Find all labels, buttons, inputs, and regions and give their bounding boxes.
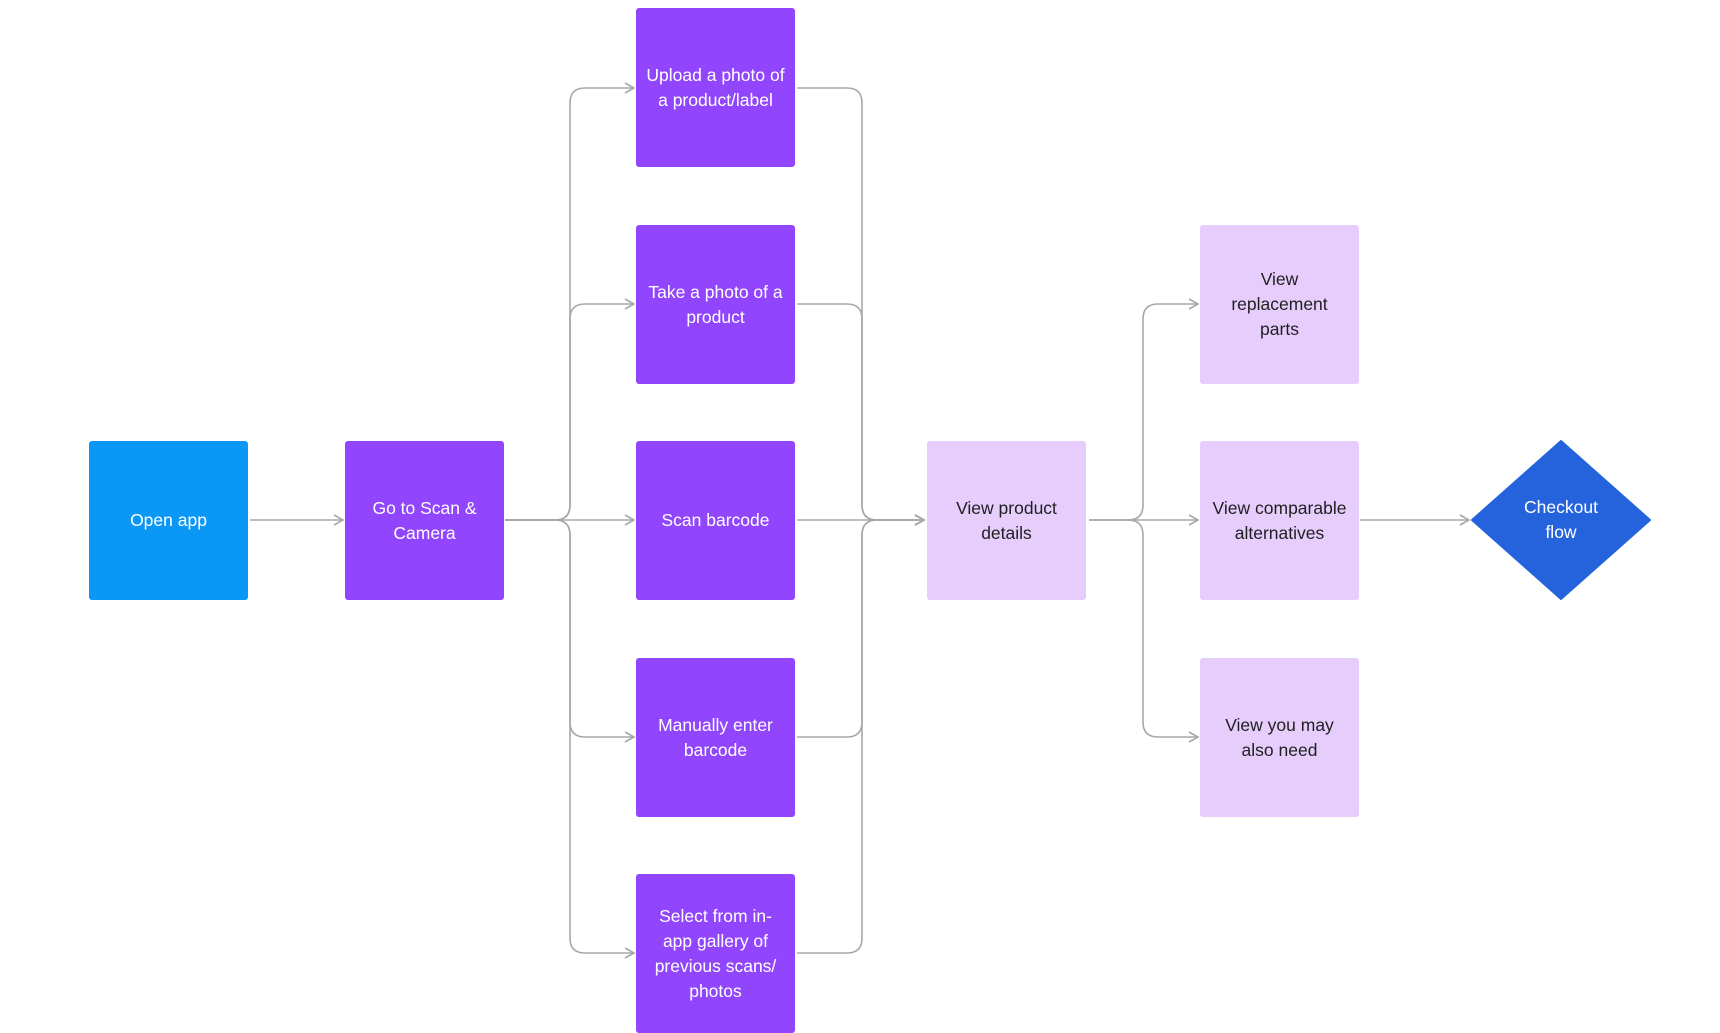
connector-details-to-replacement [1089, 298, 1200, 521]
connector-scan-to-take-photo [505, 298, 636, 521]
node-view-also-need-label: View you may also need [1225, 714, 1334, 760]
node-select-gallery-label: Select from in-app gallery of previous s… [654, 905, 777, 1001]
node-scan-barcode-label: Scan barcode [661, 510, 770, 530]
node-view-also-need: View you may also need [1200, 658, 1359, 817]
node-view-details-label: View product details [956, 497, 1057, 543]
node-open-app: Open app [89, 441, 248, 600]
node-upload-photo-label: Upload a photo of a product/label [646, 64, 785, 110]
node-select-gallery: Select from in-app gallery of previous s… [636, 874, 795, 1033]
node-scan-camera-label: Go to Scan & Camera [372, 497, 477, 543]
node-checkout-label: Checkout flow [1524, 497, 1598, 542]
connector-manual-to-details [797, 514, 926, 738]
connector-take-photo-to-details [797, 303, 926, 526]
node-open-app-label: Open app [130, 510, 207, 530]
node-view-replacement-label: View replacement parts [1231, 269, 1328, 339]
node-take-photo-label: Take a photo of a product [648, 281, 783, 327]
node-scan-barcode: Scan barcode [636, 441, 795, 600]
node-view-comparable: View comparable alternatives [1200, 441, 1359, 600]
node-manual-barcode-label: Manually enter barcode [658, 714, 773, 760]
connector-details-to-also-need [1089, 519, 1200, 743]
connector-gallery-to-details [797, 514, 926, 954]
node-upload-photo: Upload a photo of a product/label [636, 8, 795, 167]
connector-scan-to-gallery [505, 519, 636, 959]
node-view-details: View product details [927, 441, 1086, 600]
node-manual-barcode: Manually enter barcode [636, 658, 795, 817]
node-view-comparable-label: View comparable alternatives [1212, 497, 1347, 543]
node-scan-camera: Go to Scan & Camera [345, 441, 504, 600]
node-view-replacement: View replacement parts [1200, 225, 1359, 384]
checkout-diamond [1471, 440, 1651, 600]
node-take-photo: Take a photo of a product [636, 225, 795, 384]
